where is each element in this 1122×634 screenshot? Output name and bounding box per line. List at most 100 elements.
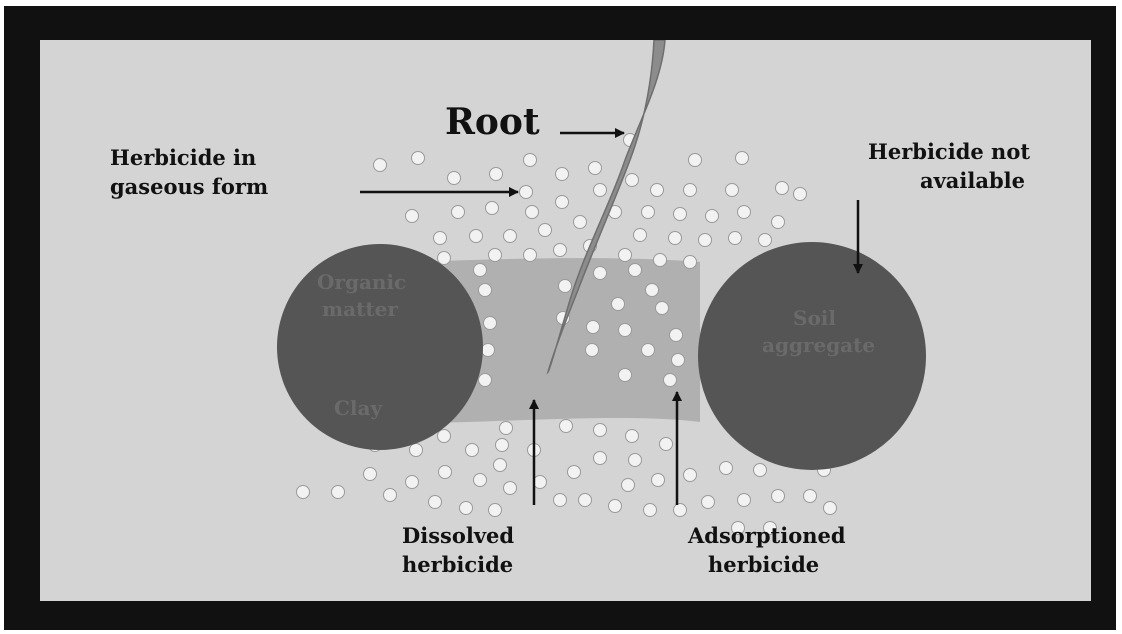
- gas-bubble: [629, 264, 642, 277]
- gas-bubble: [629, 454, 642, 467]
- gas-bubble: [410, 444, 423, 457]
- gas-bubble: [482, 344, 495, 357]
- gas-bubble: [489, 249, 502, 262]
- organic-matter-label-line1: Organic: [317, 270, 406, 294]
- gas-bubble: [594, 452, 607, 465]
- gas-bubble: [556, 168, 569, 181]
- gas-bubble: [706, 210, 719, 223]
- gas-bubble: [622, 479, 635, 492]
- gas-bubble: [824, 502, 837, 515]
- gas-bubble: [672, 354, 685, 367]
- gas-bubble: [776, 182, 789, 195]
- gas-bubble: [654, 254, 667, 267]
- gas-bubble: [674, 208, 687, 221]
- gas-bubble: [474, 264, 487, 277]
- dissolved-label-line1: Dissolved: [402, 523, 514, 549]
- gas-bubble: [594, 267, 607, 280]
- soil-aggregate-label-line2: aggregate: [762, 333, 875, 357]
- gas-bubble: [612, 298, 625, 311]
- gas-bubble: [642, 344, 655, 357]
- diagram-frame: Root Herbicide in gaseous form Herbicide…: [4, 6, 1116, 630]
- gas-bubble: [684, 256, 697, 269]
- gas-bubble: [332, 486, 345, 499]
- gas-bubble: [646, 284, 659, 297]
- gas-bubble: [626, 430, 639, 443]
- dissolved-label-line2: herbicide: [402, 552, 513, 578]
- gas-bubble: [579, 494, 592, 507]
- gas-bubble: [754, 464, 767, 477]
- diagram-panel: Root Herbicide in gaseous form Herbicide…: [40, 40, 1091, 601]
- gas-bubble: [556, 196, 569, 209]
- gas-bubble: [438, 430, 451, 443]
- diagram-scene: [40, 40, 1091, 601]
- gas-bubble: [559, 280, 572, 293]
- gas-bubble: [738, 494, 751, 507]
- gas-bubble: [794, 188, 807, 201]
- gas-bubble: [720, 462, 733, 475]
- gas-bubble: [644, 504, 657, 517]
- gas-bubble: [702, 496, 715, 509]
- gas-bubble: [619, 369, 632, 382]
- gaseous-label-line2: gaseous form: [110, 174, 268, 200]
- gas-bubble: [619, 249, 632, 262]
- gas-bubble: [699, 234, 712, 247]
- gas-bubble: [479, 284, 492, 297]
- gas-bubble: [452, 206, 465, 219]
- gas-bubble: [568, 466, 581, 479]
- gas-bubble: [670, 329, 683, 342]
- gas-bubble: [504, 482, 517, 495]
- clay-label: Clay: [334, 396, 382, 420]
- gas-bubble: [406, 210, 419, 223]
- gas-bubble: [772, 490, 785, 503]
- gas-bubble: [504, 230, 517, 243]
- gas-bubble: [439, 466, 452, 479]
- gas-bubble: [772, 216, 785, 229]
- gas-bubble: [438, 252, 451, 265]
- gas-bubble: [619, 324, 632, 337]
- gas-bubble: [460, 502, 473, 515]
- gas-bubble: [574, 216, 587, 229]
- gas-bubble: [534, 476, 547, 489]
- gas-bubble: [554, 494, 567, 507]
- gas-bubble: [486, 202, 499, 215]
- gas-bubble: [626, 174, 639, 187]
- gas-bubble: [524, 154, 537, 167]
- gas-bubble: [474, 474, 487, 487]
- gas-bubble: [500, 422, 513, 435]
- root-label: Root: [445, 102, 540, 142]
- gas-bubble: [684, 184, 697, 197]
- gas-bubble: [520, 186, 533, 199]
- soil-aggregate-label-line1: Soil: [793, 306, 836, 330]
- gas-bubble: [634, 229, 647, 242]
- gas-bubble: [660, 438, 673, 451]
- gas-bubble: [652, 474, 665, 487]
- gas-bubble: [384, 489, 397, 502]
- not-available-label-line1: Herbicide not: [868, 139, 1030, 165]
- gas-bubble: [674, 504, 687, 517]
- gas-bubble: [594, 184, 607, 197]
- gas-bubble: [589, 162, 602, 175]
- adsorptioned-label-line1: Adsorptioned: [688, 523, 846, 549]
- gas-bubble: [374, 159, 387, 172]
- gas-bubble: [554, 244, 567, 257]
- gas-bubble: [434, 232, 447, 245]
- gas-bubble: [759, 234, 772, 247]
- gas-bubble: [448, 172, 461, 185]
- gas-bubble: [539, 224, 552, 237]
- gas-bubble: [560, 420, 573, 433]
- gas-bubble: [587, 321, 600, 334]
- gas-bubble: [594, 424, 607, 437]
- gas-bubble: [726, 184, 739, 197]
- gas-bubble: [429, 496, 442, 509]
- gas-bubble: [738, 206, 751, 219]
- gas-bubble: [412, 152, 425, 165]
- gas-bubble: [479, 374, 492, 387]
- gas-bubble: [689, 154, 702, 167]
- gas-bubble: [524, 249, 537, 262]
- gas-bubble: [490, 168, 503, 181]
- gas-bubble: [297, 486, 310, 499]
- gas-bubble: [669, 232, 682, 245]
- gas-bubble: [406, 476, 419, 489]
- gas-bubble: [489, 504, 502, 517]
- gas-bubble: [484, 317, 497, 330]
